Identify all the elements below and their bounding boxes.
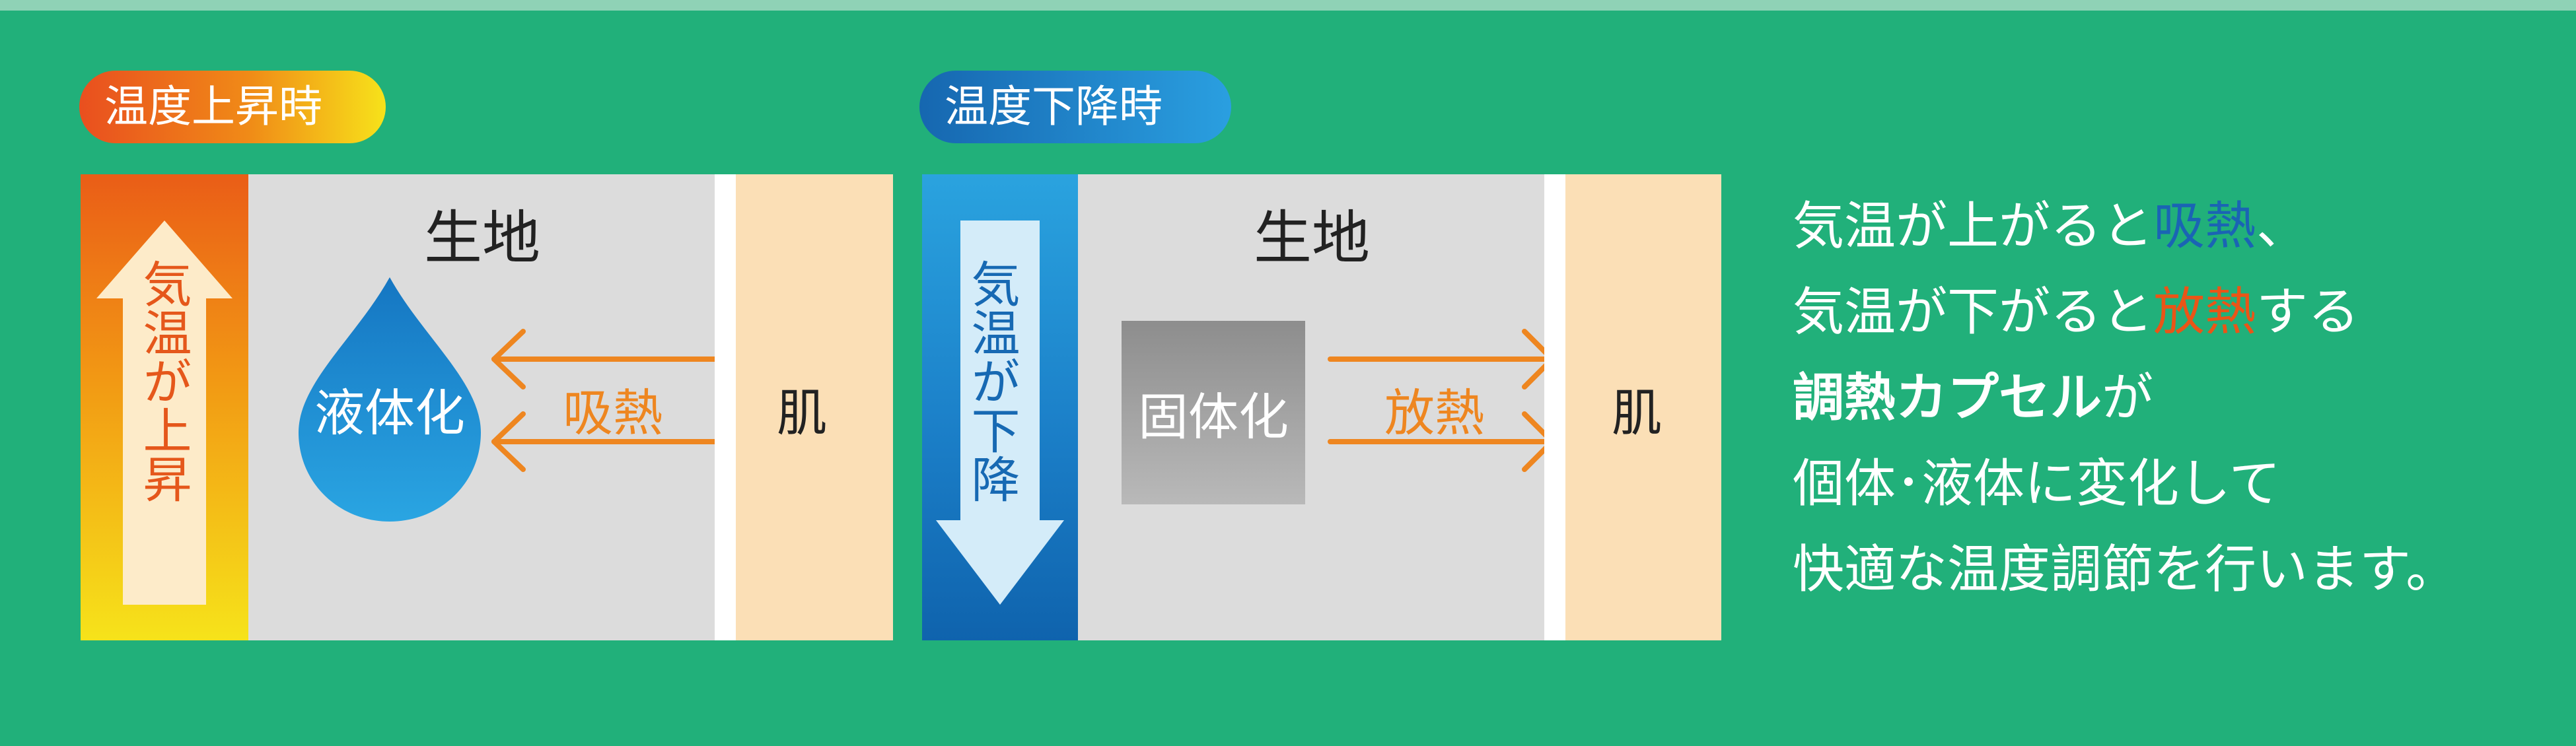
rise-diagram: 気温が上昇 生地 液体化 吸熱 肌 — [81, 174, 893, 640]
rise-flow-label: 吸熱 — [563, 384, 663, 442]
fall-state-label: 固体化 — [1138, 388, 1289, 446]
water-drop-icon — [299, 277, 481, 522]
explanation-line-1: 気温が上がると吸熱、 — [1793, 184, 2565, 269]
down-arrow-icon — [936, 220, 1064, 605]
fall-fabric-label: 生地 — [1254, 204, 1371, 272]
explanation-text: 気温が上がると吸熱、 気温が下がると放熱する 調熱カプセルが 個体･液体に変化し… — [1793, 184, 2565, 613]
rise-skin-layer — [736, 174, 893, 640]
fall-title-pill: 温度下降時 — [919, 71, 1231, 143]
explanation-line-2-suffix: する — [2256, 283, 2360, 342]
solid-block-icon — [1122, 321, 1305, 504]
rise-band-text: 気温が上昇 — [135, 259, 192, 503]
absorb-arrows-icon — [491, 329, 719, 472]
rise-skin-label: 肌 — [777, 384, 827, 442]
fall-flow-label: 放熱 — [1384, 384, 1485, 442]
explanation-line-5: 快適な温度調節を行います。 — [1793, 540, 2458, 599]
rise-fabric-label: 生地 — [424, 204, 541, 272]
explanation-line-3: 調熱カプセルが — [1793, 355, 2565, 441]
rise-title: 温度上昇時 — [104, 81, 322, 132]
explanation-line-4: 個体･液体に変化して — [1793, 454, 2281, 514]
rise-title-pill: 温度上昇時 — [79, 71, 386, 143]
explanation-line-1-suffix: 、 — [2256, 197, 2308, 256]
capsule-name: 調熱カプセル — [1793, 368, 2102, 428]
fall-fabric-skin-divider — [1544, 174, 1565, 640]
rise-fabric-skin-divider — [715, 174, 736, 640]
rise-temperature-band: 気温が上昇 — [81, 174, 248, 640]
release-arrows-icon — [1328, 329, 1555, 472]
rise-state-label: 液体化 — [314, 384, 465, 442]
absorb-highlight: 吸熱 — [2153, 197, 2257, 256]
fall-band-text: 気温が下降 — [963, 259, 1020, 503]
fall-temperature-band: 気温が下降 — [922, 174, 1078, 640]
explanation-line-1-text: 気温が上がると — [1793, 197, 2154, 256]
explanation-line-2: 気温が下がると放熱する — [1793, 269, 2565, 355]
fall-skin-layer — [1565, 174, 1721, 640]
fall-diagram: 気温が下降 生地 固体化 放熱 肌 — [922, 174, 1721, 640]
fall-skin-label: 肌 — [1612, 384, 1662, 442]
fall-title: 温度下降時 — [945, 81, 1163, 132]
up-arrow-icon — [96, 220, 233, 605]
explanation-line-2-text: 気温が下がると — [1793, 283, 2154, 342]
explanation-line-3-suffix: が — [2102, 368, 2154, 428]
release-highlight: 放熱 — [2153, 283, 2257, 342]
top-stripe — [0, 0, 2576, 11]
